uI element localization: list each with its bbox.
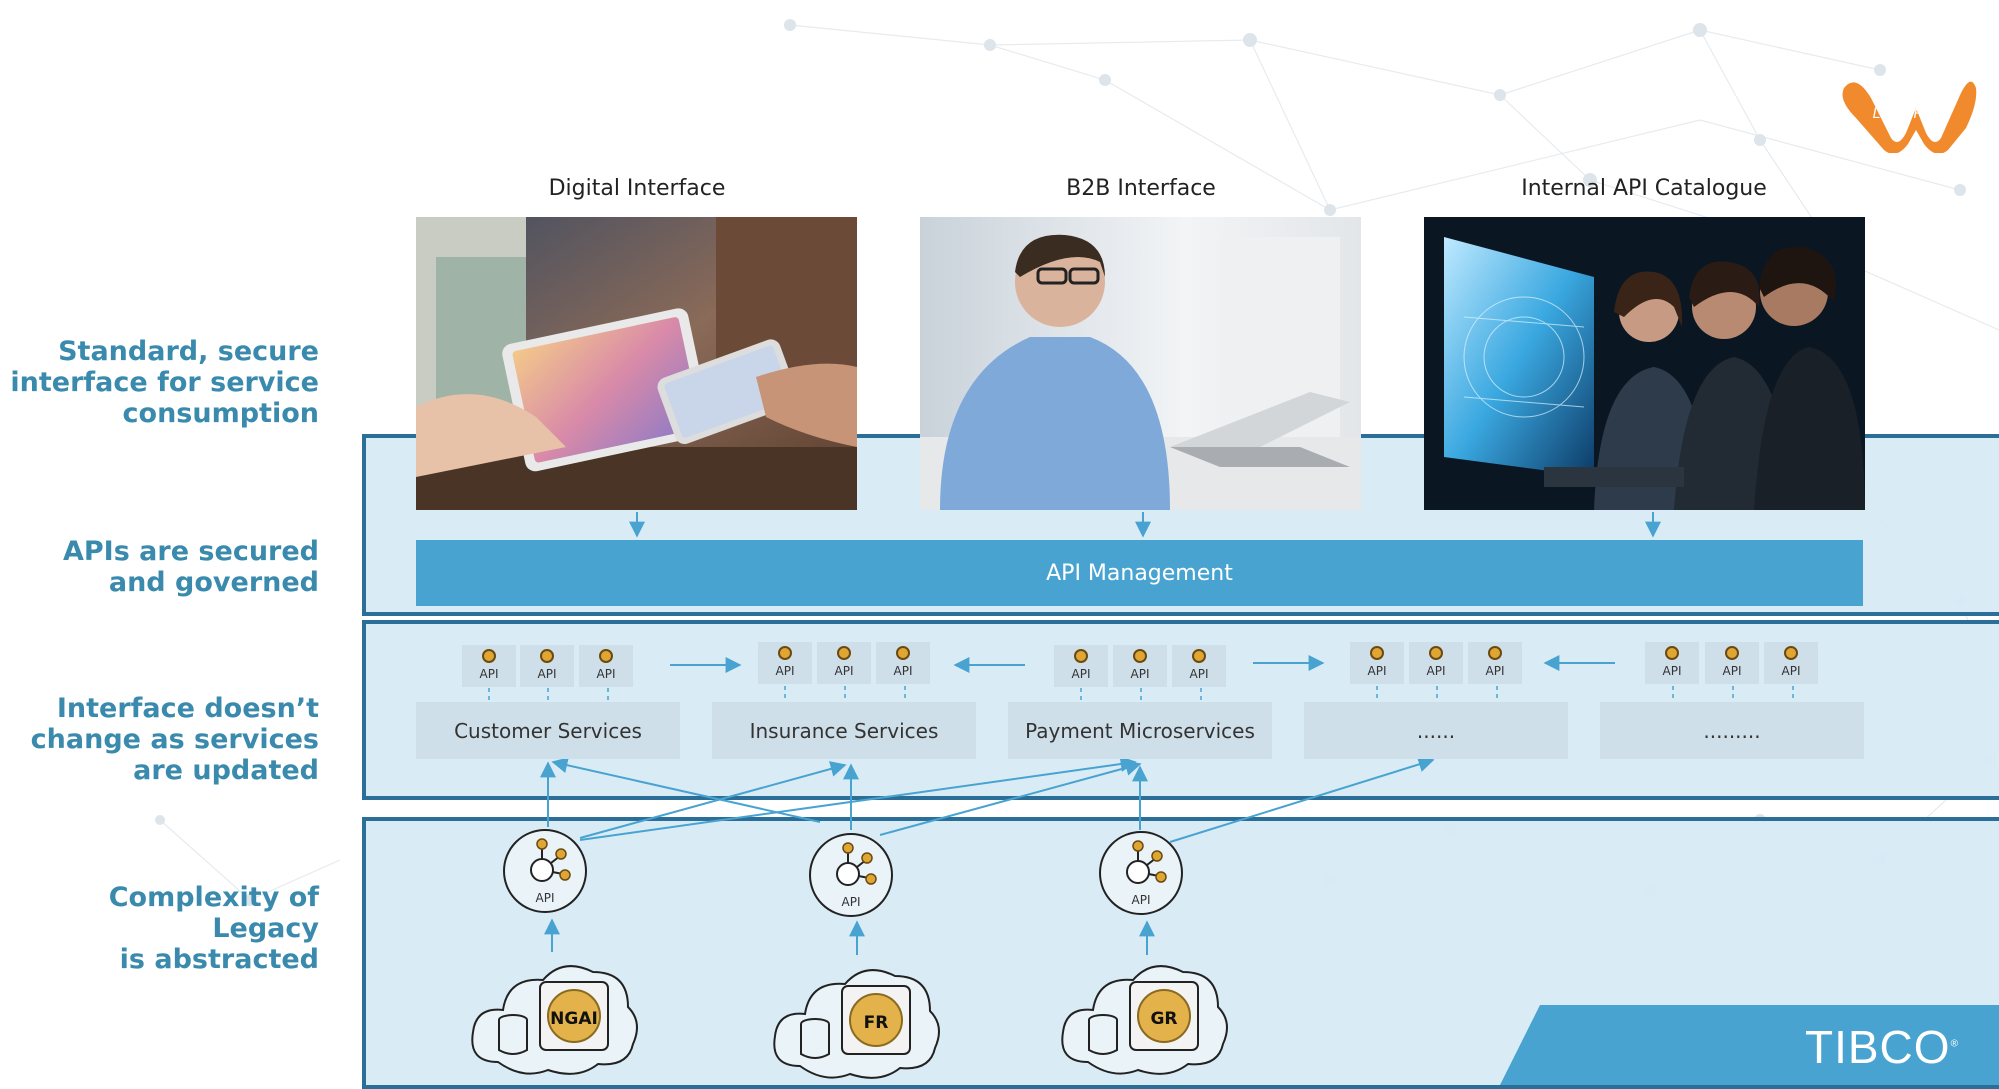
api-chip: API: [1172, 645, 1226, 687]
label-interface-stable: Interface doesn’t change as services are…: [30, 693, 319, 786]
service-payment-microservices: Payment Microservices: [1008, 702, 1272, 759]
api-chip: API: [876, 642, 930, 684]
api-chip: API: [1350, 642, 1404, 684]
tibco-band: [1500, 1005, 1999, 1085]
service-placeholder-1: ......: [1304, 702, 1568, 759]
legacy-api-node-icon: API: [503, 829, 587, 913]
api-chip: API: [1409, 642, 1463, 684]
title-digital-interface: Digital Interface: [548, 176, 726, 201]
service-placeholder-2: .........: [1600, 702, 1864, 759]
api-management-bar: API Management: [416, 540, 1863, 606]
legacy-cloud-fr-icon: FR: [773, 969, 940, 1079]
api-chip: API: [579, 645, 633, 687]
label-legacy-abstracted: Complexity of Legacy is abstracted: [108, 882, 319, 975]
label-service-consumption: Standard, secure interface for service c…: [10, 336, 319, 429]
title-internal-api-catalogue: Internal API Catalogue: [1521, 176, 1767, 201]
api-chip: API: [817, 642, 871, 684]
api-chip: API: [520, 645, 574, 687]
api-chip: API: [1113, 645, 1167, 687]
api-node-label: API: [1132, 893, 1151, 907]
leaseplan-logo: LeasePlan: [1842, 81, 1977, 153]
api-node-label: API: [536, 891, 555, 905]
legacy-api-node-icon: API: [1099, 831, 1183, 915]
legacy-cloud-gr-icon: GR: [1061, 965, 1228, 1075]
api-chip: API: [1705, 642, 1759, 684]
label-apis-governed: APIs are secured and governed: [62, 536, 319, 598]
api-chip: API: [1645, 642, 1699, 684]
api-chip: API: [462, 645, 516, 687]
legacy-system-label: FR: [864, 1013, 889, 1033]
tibco-logo: TIBCO®: [1805, 1021, 1959, 1073]
photo-digital-interface: [416, 217, 857, 510]
photo-b2b-interface: [920, 217, 1361, 510]
leaseplan-wordmark: LeasePlan: [1873, 106, 1944, 122]
legacy-system-label: NGAI: [550, 1009, 598, 1029]
api-chip: API: [758, 642, 812, 684]
service-customer: Customer Services: [416, 702, 680, 759]
api-chip: API: [1468, 642, 1522, 684]
legacy-api-node-icon: API: [809, 833, 893, 917]
legacy-cloud-ngai-icon: NGAI: [471, 965, 638, 1075]
api-chip: API: [1764, 642, 1818, 684]
legacy-system-label: GR: [1150, 1009, 1177, 1029]
service-insurance: Insurance Services: [712, 702, 976, 759]
photo-internal-api-catalogue: [1424, 217, 1865, 510]
api-node-label: API: [842, 895, 861, 909]
api-chip: API: [1054, 645, 1108, 687]
title-b2b-interface: B2B Interface: [1066, 176, 1216, 201]
